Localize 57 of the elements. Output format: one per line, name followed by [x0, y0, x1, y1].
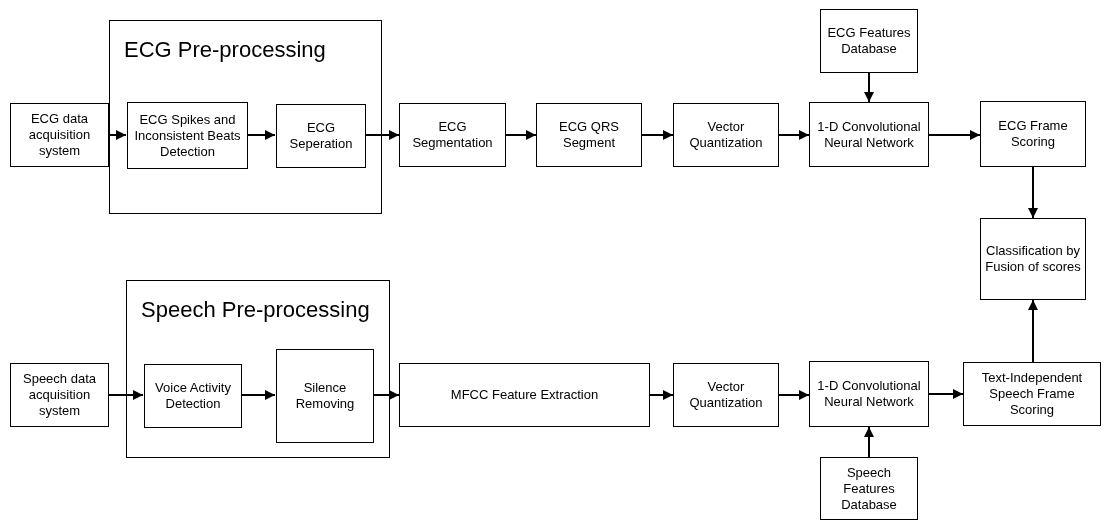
box-label: Speech data acquisition system	[22, 371, 97, 419]
box-label: Vector Quantization	[688, 119, 764, 151]
process-box	[809, 102, 929, 167]
arrow	[649, 390, 674, 400]
process-box	[963, 362, 1101, 426]
process-box	[276, 349, 374, 443]
arrow	[505, 130, 537, 140]
process-box	[536, 103, 642, 167]
box-label: ECG Frame Scoring	[997, 118, 1069, 150]
arrow	[364, 130, 400, 140]
arrow	[641, 130, 674, 140]
arrow	[928, 130, 981, 140]
arrow	[778, 130, 810, 140]
box-label: Classification by Fusion of scores	[984, 243, 1082, 275]
box-label: ECG Segmentation	[411, 119, 494, 151]
arrow	[372, 390, 400, 400]
process-box	[820, 457, 918, 520]
process-box	[809, 361, 929, 427]
group-title: Speech Pre-processing	[141, 297, 370, 323]
process-box	[10, 103, 109, 167]
arrow	[928, 389, 964, 399]
process-box	[980, 218, 1086, 300]
arrow	[108, 390, 144, 400]
process-box	[980, 101, 1086, 167]
box-label: ECG Spikes and Inconsistent Beats Detection	[133, 111, 242, 160]
box-label: 1-D Convolutional Neural Network	[816, 378, 922, 410]
process-box	[399, 103, 506, 167]
group-box	[109, 20, 382, 214]
arrow	[1028, 299, 1038, 363]
box-label: MFCC Feature Extraction	[449, 387, 600, 403]
arrow	[246, 130, 276, 140]
box-label: 1-D Convolutional Neural Network	[816, 118, 922, 151]
process-box	[276, 104, 366, 168]
arrow	[1028, 166, 1038, 219]
arrow	[240, 390, 276, 400]
process-box	[673, 363, 779, 427]
process-box	[144, 364, 242, 428]
box-label: Vector Quantization	[688, 379, 764, 411]
box-label: Silence Removing	[294, 380, 356, 412]
arrow	[864, 72, 874, 103]
process-box	[10, 363, 109, 427]
box-label: ECG data acquisition system	[27, 111, 92, 159]
group-box	[126, 280, 390, 458]
box-label: Voice Activity Detection	[154, 380, 232, 412]
arrow	[864, 426, 874, 458]
box-label: Speech Features Database	[840, 464, 898, 513]
box-label: ECG QRS Segment	[558, 119, 620, 151]
box-label: ECG Seperation	[288, 120, 354, 152]
process-box	[399, 363, 650, 427]
group-title: ECG Pre-processing	[124, 37, 326, 63]
process-box	[127, 102, 248, 169]
box-label: Text-Independent Speech Frame Scoring	[980, 370, 1084, 418]
arrow	[778, 390, 810, 400]
process-box	[820, 9, 918, 73]
arrow	[108, 130, 127, 140]
box-label: ECG Features Database	[826, 25, 912, 57]
process-box	[673, 103, 779, 167]
